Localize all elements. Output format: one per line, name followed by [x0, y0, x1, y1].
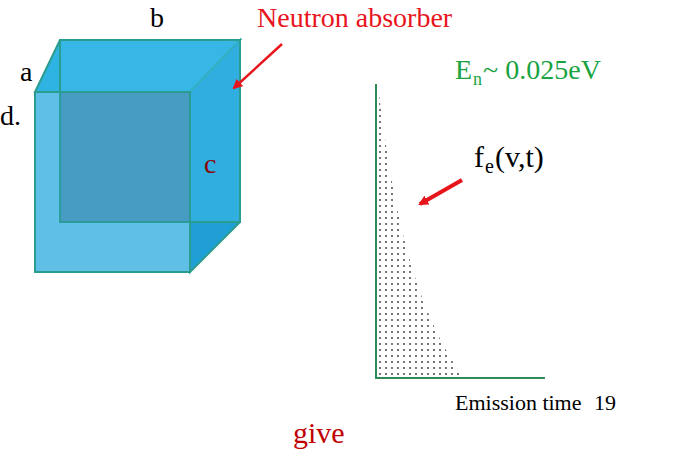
energy-subscript: n	[473, 70, 482, 88]
dimension-label: c	[204, 150, 216, 178]
pointer-arrow	[420, 180, 462, 204]
box-overlap	[60, 92, 190, 222]
text-fragment: give	[293, 418, 345, 448]
axis-label: Emission time	[455, 392, 582, 414]
box-front	[35, 92, 190, 272]
energy-label: E	[455, 56, 472, 84]
distribution-area	[378, 86, 462, 376]
dimension-label: b	[150, 4, 164, 32]
box-back	[60, 40, 240, 222]
dimension-label: a	[20, 58, 32, 86]
absorber-box	[35, 40, 240, 272]
y-axis	[375, 84, 377, 378]
slide-number: 19	[594, 392, 616, 414]
part-label: Neutron absorber	[257, 4, 452, 32]
text-fragment: d.	[0, 102, 21, 130]
x-axis	[375, 377, 545, 379]
function-subscript: e	[485, 156, 494, 176]
function-label: f	[474, 142, 484, 172]
energy-label: ~ 0.025eV	[483, 56, 601, 84]
function-label: (v,t)	[495, 142, 544, 172]
pointer-arrow	[234, 44, 282, 88]
